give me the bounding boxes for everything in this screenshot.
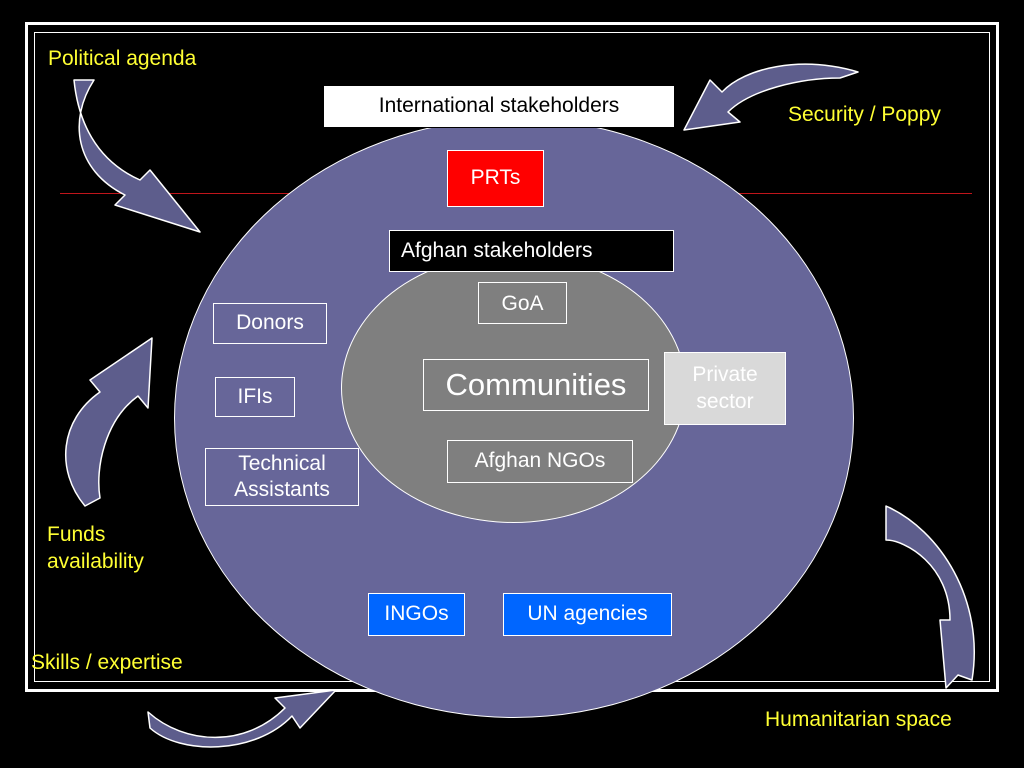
curved-arrow-icon <box>885 505 975 689</box>
political-agenda-label: Political agenda <box>48 47 197 70</box>
security-poppy-label: Security / Poppy <box>788 103 941 126</box>
inner-circle <box>341 253 686 523</box>
curved-arrow-icon <box>73 79 201 233</box>
afghan-ngos-box: Afghan NGOs <box>447 440 633 483</box>
international-stakeholders-box: International stakeholders <box>323 85 675 128</box>
skills-expertise-label: Skills / expertise <box>31 651 183 674</box>
private-sector-box: Private sector <box>664 352 786 425</box>
humanitarian-space-label: Humanitarian space <box>765 708 952 731</box>
goa-box: GoA <box>478 282 567 324</box>
communities-box: Communities <box>423 359 649 411</box>
technical-assistants-box: Technical Assistants <box>205 448 359 506</box>
ifis-box: IFIs <box>215 377 295 417</box>
ingos-box: INGOs <box>368 593 465 636</box>
un-agencies-box: UN agencies <box>503 593 672 636</box>
curved-arrow-icon <box>65 337 153 507</box>
curved-arrow-icon <box>683 63 859 131</box>
funds-availability-label: Funds availability <box>47 523 144 574</box>
curved-arrow-icon <box>147 689 337 748</box>
prts-box: PRTs <box>447 150 544 207</box>
donors-box: Donors <box>213 303 327 344</box>
afghan-stakeholders-box: Afghan stakeholders <box>389 230 674 272</box>
